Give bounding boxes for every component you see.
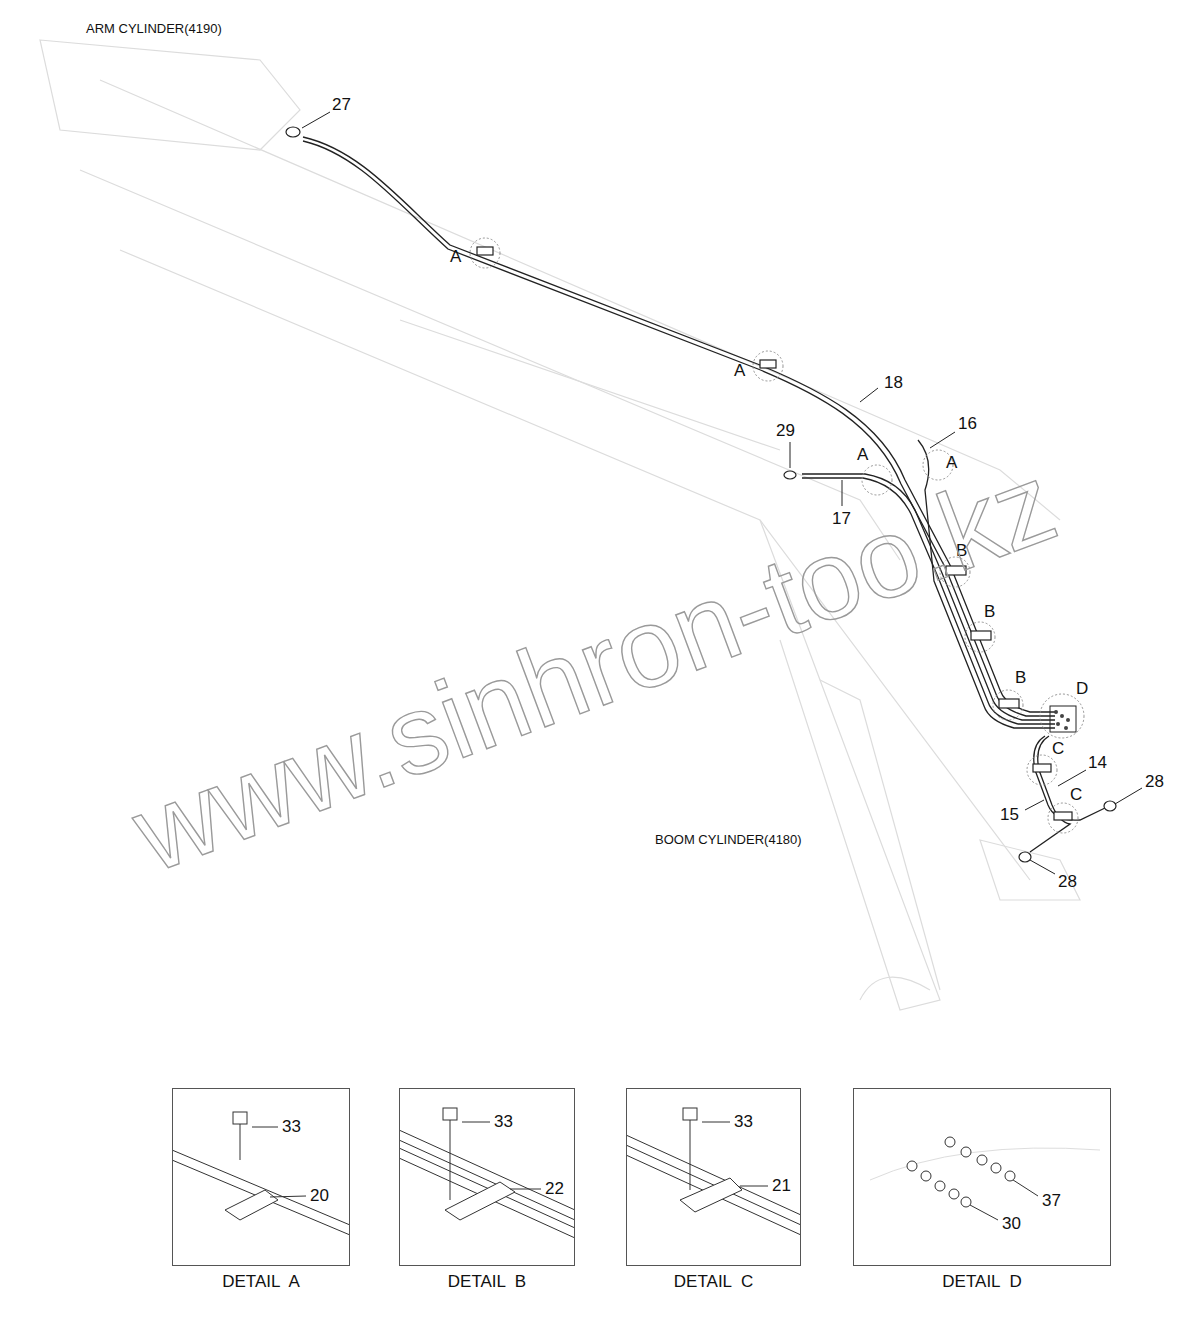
detail-caption: DETAIL B	[400, 1273, 574, 1290]
callout-number: 33	[734, 1113, 753, 1130]
callout-number: 18	[884, 374, 903, 391]
callout-number: 22	[545, 1180, 564, 1197]
callout-number: A	[857, 446, 868, 463]
callout-number: A	[734, 362, 745, 379]
callout-number: 20	[310, 1187, 329, 1204]
watermark: www.sinhron-too.kz	[121, 446, 1070, 891]
callout-number: 21	[772, 1177, 791, 1194]
callout-number: A	[946, 454, 957, 471]
callout-number: B	[984, 603, 995, 620]
callout-number: 37	[1042, 1192, 1061, 1209]
callout-number: 14	[1088, 754, 1107, 771]
callout-number: 16	[958, 415, 977, 432]
callout-number: A	[450, 248, 461, 265]
part-name: ARM CYLINDER(4190)	[86, 22, 222, 35]
callout-number: 29	[776, 422, 795, 439]
callout-number: D	[1076, 680, 1088, 697]
callout-number: C	[1070, 786, 1082, 803]
detail-caption: DETAIL C	[627, 1273, 800, 1290]
callout-number: 27	[332, 96, 351, 113]
part-name: BOOM CYLINDER(4180)	[655, 833, 802, 846]
detail-frame: DETAIL D	[853, 1088, 1111, 1266]
detail-caption: DETAIL D	[854, 1273, 1110, 1290]
callout-number: 33	[282, 1118, 301, 1135]
callout-number: 28	[1145, 773, 1164, 790]
callout-number: 33	[494, 1113, 513, 1130]
callout-number: B	[1015, 669, 1026, 686]
detail-caption: DETAIL A	[173, 1273, 349, 1290]
callout-number: 30	[1002, 1215, 1021, 1232]
callout-number: 28	[1058, 873, 1077, 890]
callout-number: 15	[1000, 806, 1019, 823]
detail-frame: DETAIL A	[172, 1088, 350, 1266]
callout-number: C	[1052, 740, 1064, 757]
detail-frame: DETAIL B	[399, 1088, 575, 1266]
